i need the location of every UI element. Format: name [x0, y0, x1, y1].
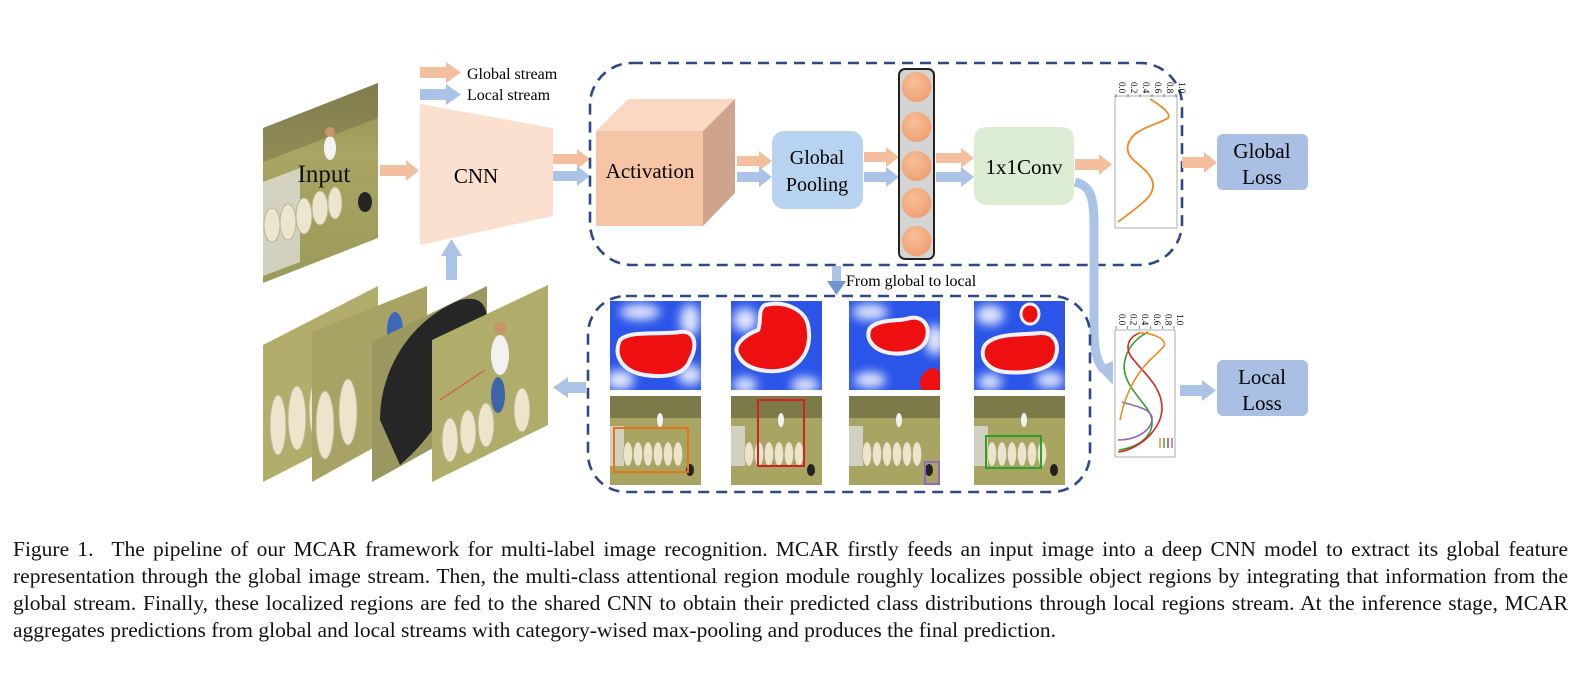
region-box	[985, 435, 1042, 469]
arrow-to-global-loss	[1182, 152, 1217, 173]
region-thumbnail	[849, 396, 940, 485]
region-box	[613, 427, 689, 473]
feature-node	[901, 151, 932, 181]
global-pooling-label-line2: Pooling	[786, 174, 848, 196]
feature-node	[901, 72, 932, 102]
pipeline-diagram: Global stream Local stream Input CNN	[263, 61, 1308, 494]
local-stream-legend-label: Local stream	[467, 87, 551, 104]
plot-tick-label: 1.0	[1177, 82, 1187, 94]
global-loss-label-line1: Global	[1233, 139, 1290, 163]
local-plot-legend	[1159, 438, 1173, 448]
arrow-module-to-regions	[553, 377, 586, 398]
heatmap-2	[731, 301, 822, 393]
conv-node	[974, 127, 1074, 205]
arrow-pooling-to-vector	[864, 147, 899, 187]
region-crop	[432, 285, 548, 482]
activation-label: Activation	[606, 159, 695, 183]
heatmap-4	[974, 301, 1065, 390]
local-module-box	[586, 294, 1092, 494]
plot-tick-label: 0.6	[1153, 82, 1163, 94]
caption-text: The pipeline of our MCAR framework for m…	[13, 537, 1568, 642]
activation-cube	[596, 99, 735, 226]
arrow-conv-to-global-plot	[1075, 154, 1112, 175]
global-pooling-label-line1: Global	[790, 147, 845, 169]
global-stream-legend-arrow	[420, 62, 461, 83]
plot-tick-label: 1.0	[1175, 314, 1185, 326]
region-thumbnail	[974, 396, 1065, 485]
global-pooling-node	[772, 131, 863, 209]
global-stream-legend-label: Global stream	[467, 66, 558, 83]
feature-node	[901, 188, 932, 218]
input-image	[263, 83, 378, 283]
heatmap-1	[606, 301, 702, 390]
arrow-regions-to-cnn	[441, 239, 462, 280]
arrow-input-to-cnn	[380, 160, 419, 181]
local-loss-label-line2: Loss	[1242, 391, 1282, 415]
local-region-crops	[263, 285, 548, 482]
heatmap-3	[849, 301, 945, 390]
arrow-vector-to-conv	[936, 148, 974, 187]
global-loss-node	[1217, 134, 1308, 190]
region-box	[924, 461, 940, 485]
region-thumbnail	[731, 396, 822, 485]
local-loss-node	[1217, 360, 1308, 416]
arrow-cnn-to-activation	[553, 149, 590, 186]
region-box	[757, 399, 805, 467]
arrow-conv-to-local-plot	[1073, 177, 1113, 385]
arrow-global-to-local	[827, 266, 846, 295]
plot-tick-label: 0.8	[1163, 314, 1173, 326]
plot-tick-label: 0.0	[1117, 82, 1127, 94]
region-thumbnail	[610, 396, 701, 485]
cnn-backbone	[420, 104, 553, 245]
figure-caption: Figure 1. The pipeline of our MCAR frame…	[13, 536, 1568, 644]
cnn-label: CNN	[454, 164, 498, 188]
plot-tick-label: 0.2	[1129, 314, 1139, 325]
plot-tick-label: 0.8	[1165, 82, 1175, 94]
plot-tick-label: 0.2	[1129, 82, 1139, 93]
arrow-activation-to-pooling	[737, 151, 772, 187]
plot-tick-label: 0.4	[1141, 82, 1151, 94]
legend: Global stream Local stream	[420, 62, 558, 105]
feature-node	[901, 226, 932, 256]
arrow-to-local-loss	[1180, 380, 1216, 401]
input-label: Input	[298, 161, 351, 188]
plot-tick-label: 0.4	[1140, 314, 1150, 326]
caption-label: Figure 1.	[13, 537, 94, 561]
plot-tick-label: 0.0	[1117, 314, 1127, 326]
feature-node	[901, 112, 932, 142]
conv-label: 1x1Conv	[985, 155, 1063, 179]
plot-tick-label: 0.6	[1152, 314, 1162, 326]
global-loss-label-line2: Loss	[1242, 165, 1282, 189]
transition-label: From global to local	[846, 273, 977, 290]
local-loss-label-line1: Local	[1238, 365, 1286, 389]
local-stream-legend-arrow	[420, 84, 461, 105]
feature-vector	[898, 68, 935, 260]
